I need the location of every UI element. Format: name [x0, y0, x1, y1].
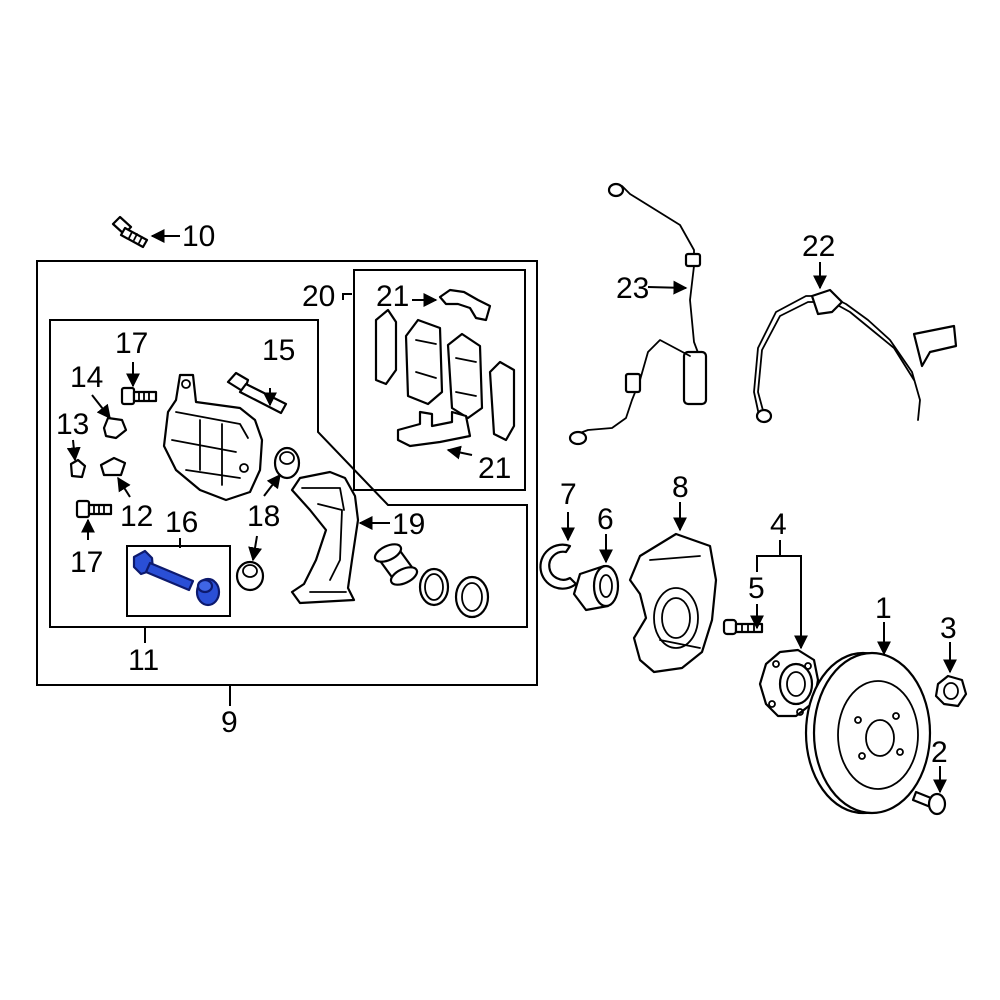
- callout-9: 9: [221, 706, 238, 739]
- callout-16: 16: [165, 506, 198, 539]
- piston-seal[interactable]: [418, 567, 450, 607]
- part-16-slide-pin-kit[interactable]: [132, 549, 221, 607]
- callout-19: 19: [392, 508, 425, 541]
- part-21-pad-clip-lower[interactable]: [396, 410, 472, 448]
- part-23-abs-sensor-harness[interactable]: [568, 182, 708, 446]
- callout-4: 4: [770, 508, 787, 541]
- part-2-disc-screw[interactable]: [911, 790, 947, 816]
- callout-11: 11: [128, 644, 159, 677]
- callout-15: 15: [262, 334, 295, 367]
- callout-12: 12: [120, 500, 153, 533]
- part-1-brake-disc[interactable]: [804, 651, 932, 815]
- caliper-housing-box: [49, 319, 528, 628]
- part-18-bushing-lower[interactable]: [235, 560, 265, 592]
- part-19-caliper-bracket[interactable]: [290, 470, 360, 605]
- part-21-pad-clip-upper[interactable]: [438, 288, 492, 322]
- callout-14: 14: [70, 361, 103, 394]
- part-14-bleeder-cap[interactable]: [102, 416, 128, 440]
- callout-8: 8: [672, 471, 689, 504]
- callout-18: 18: [247, 500, 280, 533]
- part-18-bushing-upper[interactable]: [273, 446, 301, 480]
- callout-10: 10: [182, 220, 215, 253]
- callout-17-upper: 17: [115, 327, 148, 360]
- part-3-hub-nut[interactable]: [934, 674, 968, 708]
- callout-23: 23: [616, 272, 649, 305]
- caliper-housing[interactable]: [162, 373, 264, 502]
- callout-labels: 1 2 3 4 5 6 7 8 9 10 11 12 13 14 15 16 1…: [56, 220, 957, 769]
- callout-5: 5: [748, 572, 765, 605]
- part-4-wheel-hub[interactable]: [758, 648, 820, 718]
- callout-6: 6: [597, 503, 614, 536]
- caliper-assembly-box: [36, 260, 538, 686]
- part-22-brake-hose[interactable]: [753, 288, 958, 424]
- part-7-snap-ring[interactable]: [539, 543, 578, 590]
- brake-pad-kit-box: [353, 269, 526, 491]
- callout-21-upper: 21: [376, 280, 409, 313]
- part-13-bleeder-screw[interactable]: [69, 458, 87, 479]
- part-17-bolt-upper[interactable]: [120, 386, 158, 406]
- callout-17-lower: 17: [70, 546, 103, 579]
- leader-lines: [66, 229, 957, 794]
- callout-7: 7: [560, 478, 577, 511]
- brake-pad-shim-right[interactable]: [488, 360, 516, 442]
- callout-21-lower: 21: [478, 452, 511, 485]
- callout-20: 20: [302, 280, 335, 313]
- brake-pad-outer[interactable]: [446, 332, 484, 420]
- callout-13: 13: [56, 408, 89, 441]
- part-6-wheel-bearing[interactable]: [572, 564, 620, 612]
- brake-pad-shim-left[interactable]: [374, 308, 398, 386]
- callout-3: 3: [940, 612, 957, 645]
- callout-1: 1: [875, 592, 892, 625]
- part-12-cap[interactable]: [99, 456, 127, 477]
- part-8-dust-shield[interactable]: [628, 532, 718, 674]
- slide-pin-kit-box: [126, 545, 231, 617]
- dust-boot[interactable]: [454, 575, 490, 619]
- part-10-bolt[interactable]: [111, 215, 149, 249]
- callout-2: 2: [931, 736, 948, 769]
- callout-22: 22: [802, 230, 835, 263]
- part-17-bolt-lower[interactable]: [75, 499, 113, 519]
- piston[interactable]: [372, 541, 419, 589]
- brake-pad-inner[interactable]: [404, 318, 444, 406]
